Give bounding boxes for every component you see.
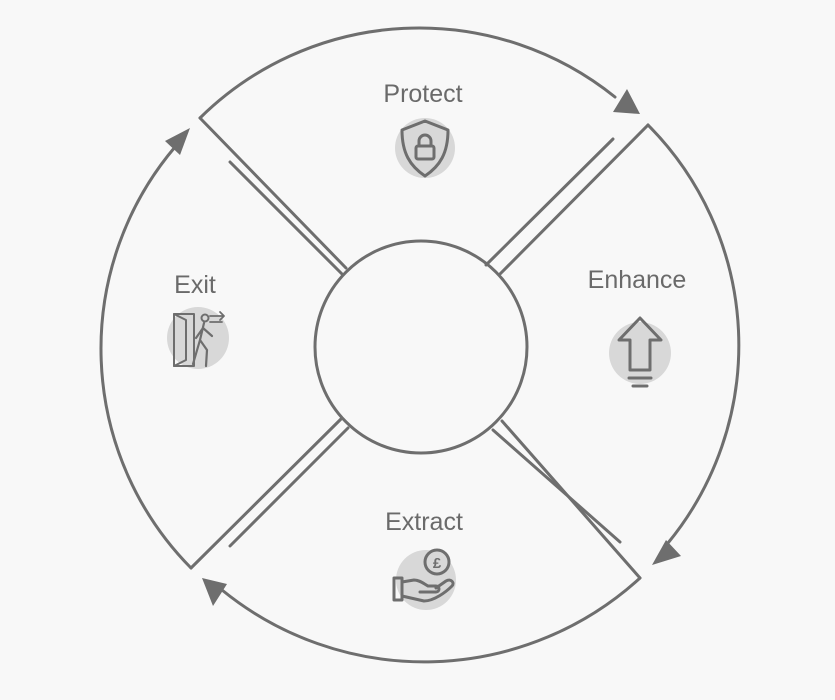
arrow-extract-to-exit bbox=[202, 578, 227, 606]
hand-coin-pound-icon: £ bbox=[392, 548, 456, 610]
divider-top-right-inner bbox=[484, 137, 615, 267]
segment-protect-label: Protect bbox=[383, 80, 462, 108]
person-exit-door-icon bbox=[167, 307, 229, 369]
center-hub-circle bbox=[313, 239, 529, 455]
segment-extract-label: Extract bbox=[385, 508, 463, 536]
segment-exit: Exit bbox=[99, 128, 350, 570]
divider-top-right-outer bbox=[498, 123, 650, 276]
segment-exit-label: Exit bbox=[174, 271, 216, 299]
segment-protect-outline bbox=[198, 26, 617, 120]
segment-extract: Extract £ bbox=[202, 419, 642, 664]
divider-left-top-inner bbox=[228, 160, 344, 276]
arrow-protect-to-enhance bbox=[613, 89, 640, 114]
arrow-enhance-to-extract bbox=[652, 540, 681, 565]
segment-enhance-label: Enhance bbox=[588, 266, 687, 294]
arrow-bulb-icon bbox=[609, 316, 671, 388]
divider-right-bottom-inner bbox=[491, 428, 622, 544]
divider-bottom-left-inner bbox=[228, 426, 350, 548]
shield-lock-icon bbox=[395, 118, 455, 178]
segment-protect: Protect bbox=[198, 26, 640, 276]
arrow-exit-to-protect bbox=[165, 128, 190, 155]
segment-extract-outline bbox=[220, 576, 642, 664]
segment-enhance: Enhance bbox=[484, 123, 741, 565]
segment-enhance-outline bbox=[646, 123, 741, 545]
coin-pound-symbol: £ bbox=[433, 555, 442, 572]
divider-left-top-outer bbox=[198, 116, 348, 270]
divider-bottom-left-outer bbox=[189, 416, 344, 570]
segment-exit-outline bbox=[99, 145, 193, 570]
